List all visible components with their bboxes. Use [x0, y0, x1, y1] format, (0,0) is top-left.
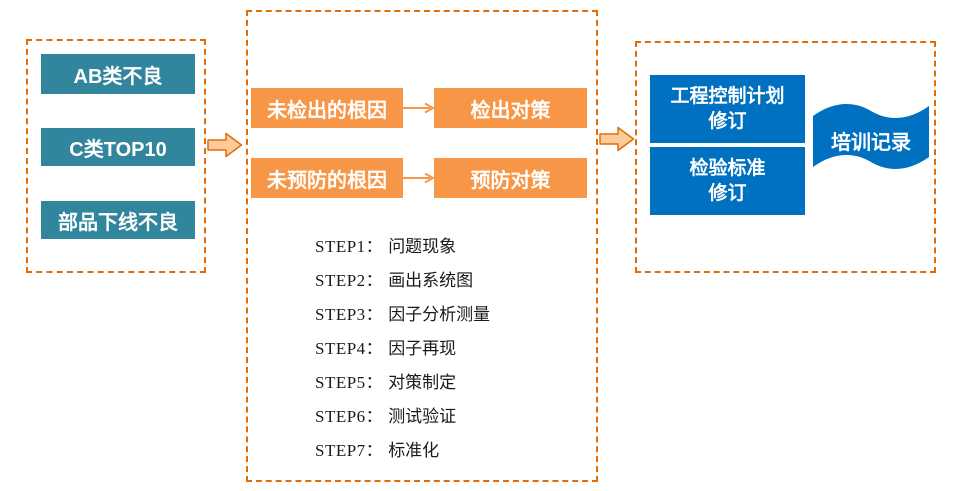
training-record-flag: 培训记录 — [810, 98, 932, 176]
source-box-ab-defects: AB类不良 — [41, 54, 195, 94]
step-number: STEP1： — [315, 237, 384, 256]
connector-arrow-icon — [403, 102, 435, 114]
step-description: 因子分析测量 — [388, 305, 491, 324]
root-cause-label: 未预防的根因 — [267, 169, 387, 192]
wave-flag-icon — [813, 104, 929, 169]
output-box-control-plan: 工程控制计划 修订 — [650, 75, 805, 143]
source-box-c-top10: C类TOP10 — [41, 128, 195, 166]
step-description: 标准化 — [388, 441, 440, 460]
step-number: STEP4： — [315, 339, 384, 358]
step-item: STEP5：对策制定 — [315, 366, 490, 400]
step-item: STEP4：因子再现 — [315, 332, 490, 366]
output-box-line1: 工程控制计划 — [670, 86, 785, 107]
step-list: STEP1：问题现象 STEP2：画出系统图 STEP3：因子分析测量 STEP… — [315, 230, 490, 468]
output-box-line2: 修订 — [708, 183, 747, 204]
step-item: STEP7：标准化 — [315, 434, 490, 468]
flow-arrow-icon — [599, 126, 635, 152]
analysis-panel: 未检出的根因 检出对策 未预防的根因 预防对策 STEP1：问题现象 STEP2… — [246, 10, 598, 482]
source-box-label: AB类不良 — [73, 65, 163, 88]
root-cause-box-undetected: 未检出的根因 — [251, 88, 403, 128]
step-item: STEP6：测试验证 — [315, 400, 490, 434]
step-item: STEP3：因子分析测量 — [315, 298, 490, 332]
source-box-label: 部品下线不良 — [58, 211, 178, 234]
connector-arrow-icon — [403, 172, 435, 184]
step-number: STEP3： — [315, 305, 384, 324]
flow-arrow-icon — [207, 132, 243, 158]
output-box-line2: 修订 — [708, 111, 747, 132]
step-item: STEP2：画出系统图 — [315, 264, 490, 298]
step-number: STEP2： — [315, 271, 384, 290]
root-cause-label: 未检出的根因 — [267, 99, 387, 122]
input-sources-panel: AB类不良 C类TOP10 部品下线不良 — [26, 39, 206, 273]
countermeasure-box-detection: 检出对策 — [434, 88, 587, 128]
source-box-label: C类TOP10 — [69, 138, 167, 161]
countermeasure-label: 检出对策 — [470, 99, 551, 122]
step-description: 测试验证 — [388, 407, 457, 426]
countermeasure-label: 预防对策 — [470, 169, 551, 192]
countermeasure-box-prevention: 预防对策 — [434, 158, 587, 198]
step-description: 问题现象 — [388, 237, 457, 256]
step-number: STEP5： — [315, 373, 384, 392]
root-cause-box-unprevented: 未预防的根因 — [251, 158, 403, 198]
step-description: 因子再现 — [388, 339, 457, 358]
step-item: STEP1：问题现象 — [315, 230, 490, 264]
flag-label: 培训记录 — [831, 131, 911, 154]
step-number: STEP7： — [315, 441, 384, 460]
output-panel: 工程控制计划 修订 检验标准 修订 培训记录 — [635, 41, 936, 273]
step-description: 对策制定 — [388, 373, 457, 392]
output-box-line1: 检验标准 — [689, 158, 766, 179]
step-description: 画出系统图 — [388, 271, 474, 290]
source-box-offline-defects: 部品下线不良 — [41, 201, 195, 239]
output-box-inspection-standard: 检验标准 修订 — [650, 147, 805, 215]
step-number: STEP6： — [315, 407, 384, 426]
